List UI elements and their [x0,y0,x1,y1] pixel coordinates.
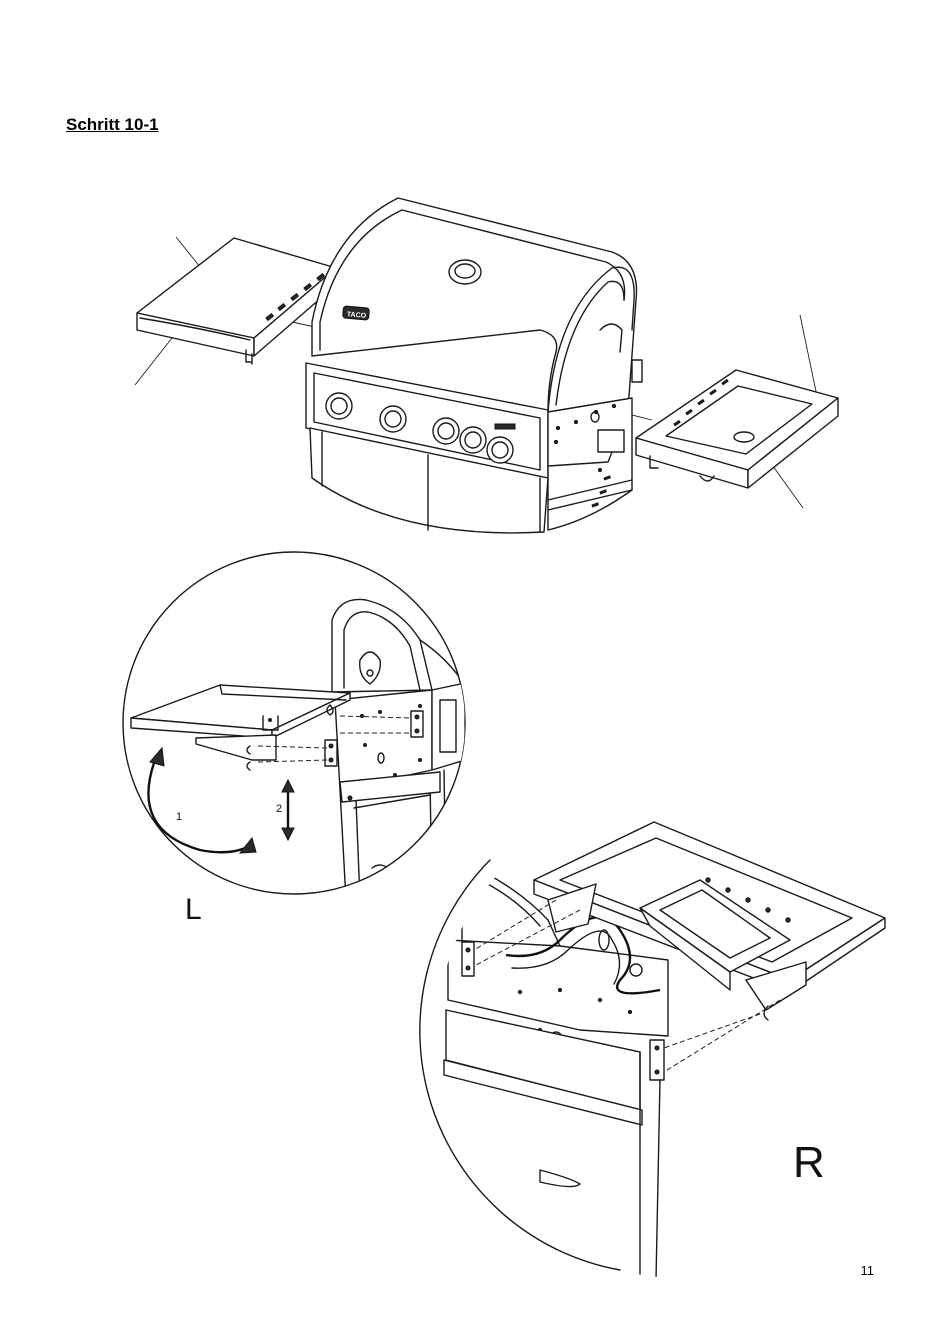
grill-overview: TACO [135,198,838,533]
arrow-1-label: 1 [176,811,182,823]
page-number: 11 [861,1263,875,1278]
detail-right [420,822,885,1280]
arrow-2-label: 2 [276,803,282,815]
detail-label-right: R [793,1138,825,1188]
detail-left: 1 2 [123,552,468,900]
grill-body: TACO [306,198,642,533]
right-side-shelf [636,370,838,488]
detail-label-left: L [185,893,202,927]
